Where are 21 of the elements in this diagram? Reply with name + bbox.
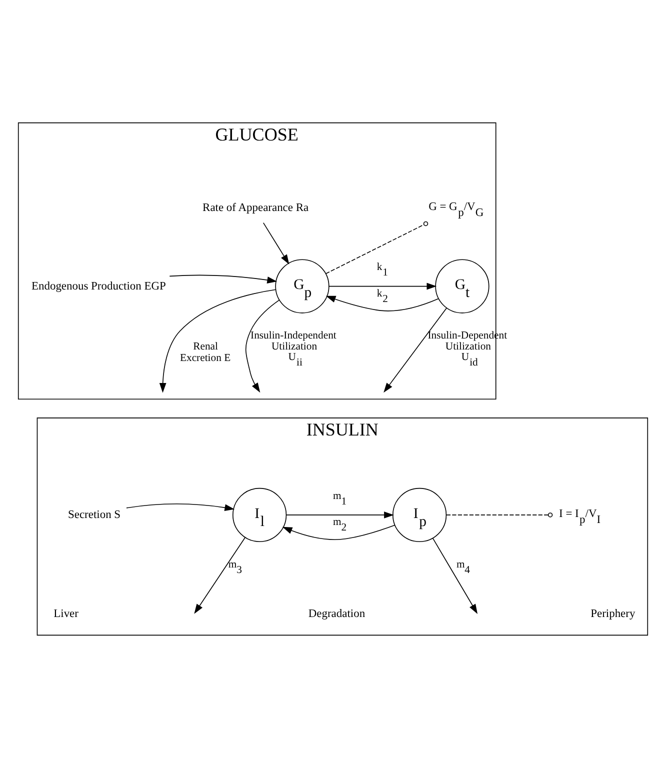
arrow	[432, 537, 478, 614]
connector	[446, 512, 553, 517]
arrow	[326, 295, 439, 311]
arrow	[328, 282, 437, 290]
arrow	[262, 222, 290, 264]
edge-label: Renal Excretion E	[180, 340, 231, 364]
label: Degradation	[308, 607, 366, 620]
arrow	[194, 536, 246, 614]
arrow	[282, 524, 396, 540]
label: Periphery	[590, 607, 636, 620]
arrow	[384, 307, 448, 392]
connector	[326, 220, 428, 274]
arrow	[245, 299, 280, 392]
node-text: Rate of Appearance Ra	[202, 201, 309, 214]
arrow	[169, 274, 278, 283]
arrow	[286, 511, 394, 518]
arrow	[159, 288, 276, 392]
arrow	[126, 502, 235, 511]
node-text: Secretion S	[68, 508, 121, 520]
node-text: Endogenous Production EGP	[31, 280, 166, 292]
label: Liver	[54, 607, 78, 620]
